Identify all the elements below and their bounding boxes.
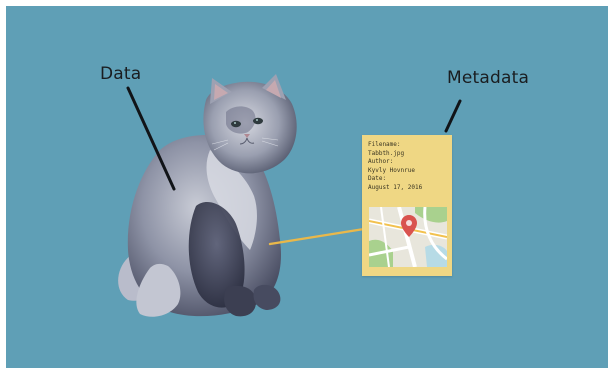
metadata-line-filename-value: Tabbth.jpg: [368, 150, 450, 159]
metadata-card: Filename: Tabbth.jpg Author: Kyvly Hovnr…: [362, 135, 452, 276]
metadata-text: Filename: Tabbth.jpg Author: Kyvly Hovnr…: [368, 141, 450, 193]
metadata-line-date-label: Date:: [368, 175, 450, 184]
map-icon: [369, 207, 447, 267]
metadata-line-author-value: Kyvly Hovnrue: [368, 167, 450, 176]
data-label: Data: [100, 64, 141, 84]
metadata-line-date-value: August 17, 2016: [368, 184, 450, 193]
metadata-label: Metadata: [447, 68, 529, 88]
metadata-line-filename-label: Filename:: [368, 141, 450, 150]
cat-image: [118, 74, 297, 317]
metadata-pointer-line: [446, 101, 460, 131]
cat-to-metadata-connector: [270, 229, 364, 244]
metadata-line-author-label: Author:: [368, 158, 450, 167]
